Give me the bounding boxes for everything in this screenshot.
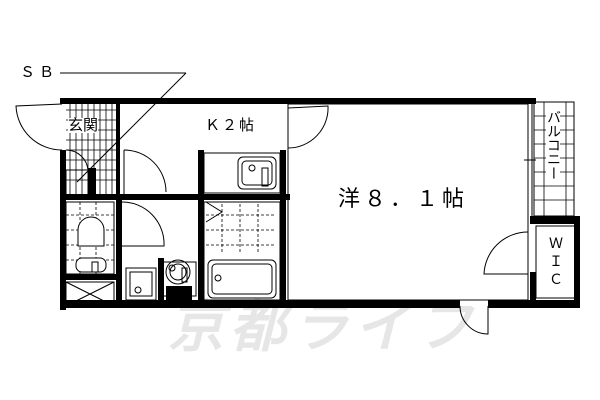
wic-label: ＷＩＣ (547, 236, 563, 290)
balcony-label: バルコニー (545, 110, 561, 180)
sb-label: ＳＢ (20, 63, 59, 81)
entrance-label: 玄関 (68, 116, 99, 134)
western-room-label: 洋８．１帖 (338, 187, 469, 212)
kitchen-label: Ｋ２帖 (205, 116, 257, 134)
